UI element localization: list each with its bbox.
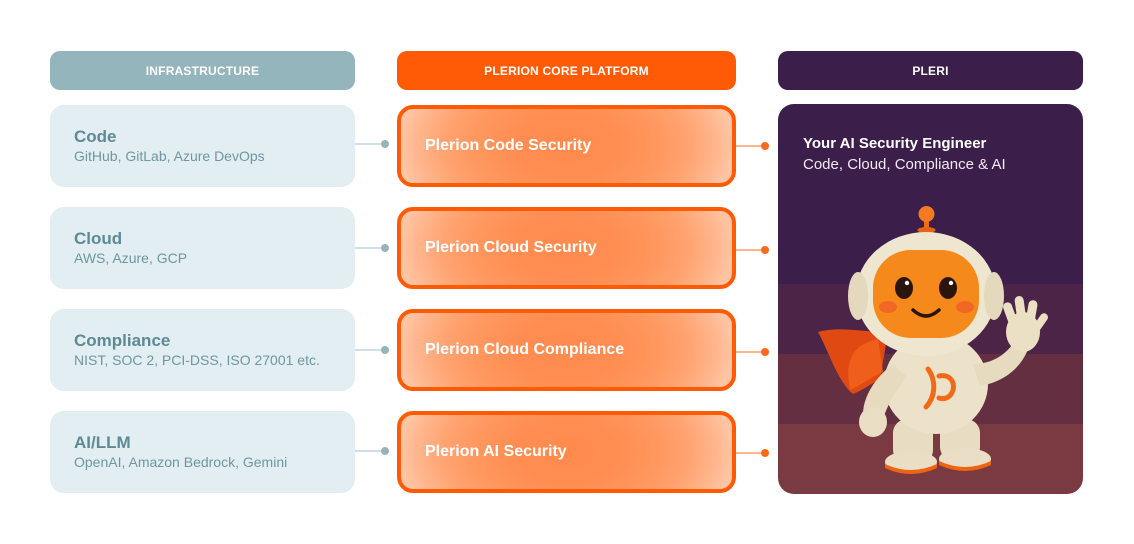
infra-card-code: Code GitHub, GitLab, Azure DevOps: [50, 105, 355, 187]
core-card-label: Plerion Code Security: [425, 137, 592, 154]
infra-card-subtitle: NIST, SOC 2, PCI-DSS, ISO 27001 etc.: [74, 352, 320, 368]
connector-line: [355, 247, 383, 249]
connector-dot: [381, 447, 389, 455]
plerion-logo-icon: [923, 366, 956, 410]
infra-card-subtitle: AWS, Azure, GCP: [74, 250, 188, 266]
core-card-code-security: Plerion Code Security: [397, 105, 736, 187]
core-platform-header: PLERION CORE PLATFORM: [397, 51, 736, 90]
connector-dot: [761, 246, 769, 254]
infra-card-subtitle: GitHub, GitLab, Azure DevOps: [74, 148, 265, 164]
connector-line: [736, 145, 764, 147]
pleri-title: Your AI Security Engineer: [803, 135, 987, 152]
connector-dot: [381, 244, 389, 252]
core-card-ai-security: Plerion AI Security: [397, 411, 736, 493]
connector-line: [355, 143, 383, 145]
pleri-subtitle: Code, Cloud, Compliance & AI: [803, 156, 1006, 173]
connector-dot: [761, 449, 769, 457]
infra-card-title: Cloud: [74, 229, 123, 248]
infra-card-subtitle: OpenAI, Amazon Bedrock, Gemini: [74, 454, 288, 470]
pleri-header-label: PLERI: [912, 63, 949, 78]
connector-line: [355, 450, 383, 452]
core-card-cloud-security: Plerion Cloud Security: [397, 207, 736, 289]
core-platform-header-label: PLERION CORE PLATFORM: [484, 63, 649, 78]
infrastructure-header-label: INFRASTRUCTURE: [145, 63, 260, 78]
right-eye-icon: [939, 277, 957, 299]
core-card-label: Plerion Cloud Security: [425, 239, 597, 256]
pleri-panel: Your AI Security Engineer Code, Cloud, C…: [778, 104, 1083, 494]
connector-dot: [381, 140, 389, 148]
connector-dot: [381, 346, 389, 354]
infra-card-title: Compliance: [74, 331, 171, 350]
infra-card-compliance: Compliance NIST, SOC 2, PCI-DSS, ISO 270…: [50, 309, 355, 391]
antenna-icon: [918, 206, 935, 222]
infra-card-title: Code: [74, 127, 117, 146]
robot-mascot-illustration: [818, 206, 1049, 474]
connector-line: [355, 349, 383, 351]
core-card-cloud-compliance: Plerion Cloud Compliance: [397, 309, 736, 391]
core-card-label: Plerion Cloud Compliance: [425, 341, 625, 358]
infrastructure-header: INFRASTRUCTURE: [50, 51, 355, 90]
infra-card-ai-llm: AI/LLM OpenAI, Amazon Bedrock, Gemini: [50, 411, 355, 493]
smile-icon: [911, 308, 941, 318]
connector-line: [736, 249, 764, 251]
connector-dot: [761, 142, 769, 150]
left-eye-icon: [895, 277, 913, 299]
infra-card-title: AI/LLM: [74, 433, 131, 452]
core-card-label: Plerion AI Security: [425, 443, 567, 460]
connector-line: [736, 452, 764, 454]
connector-dot: [761, 348, 769, 356]
infra-card-cloud: Cloud AWS, Azure, GCP: [50, 207, 355, 289]
pleri-header: PLERI: [778, 51, 1083, 90]
connector-line: [736, 351, 764, 353]
